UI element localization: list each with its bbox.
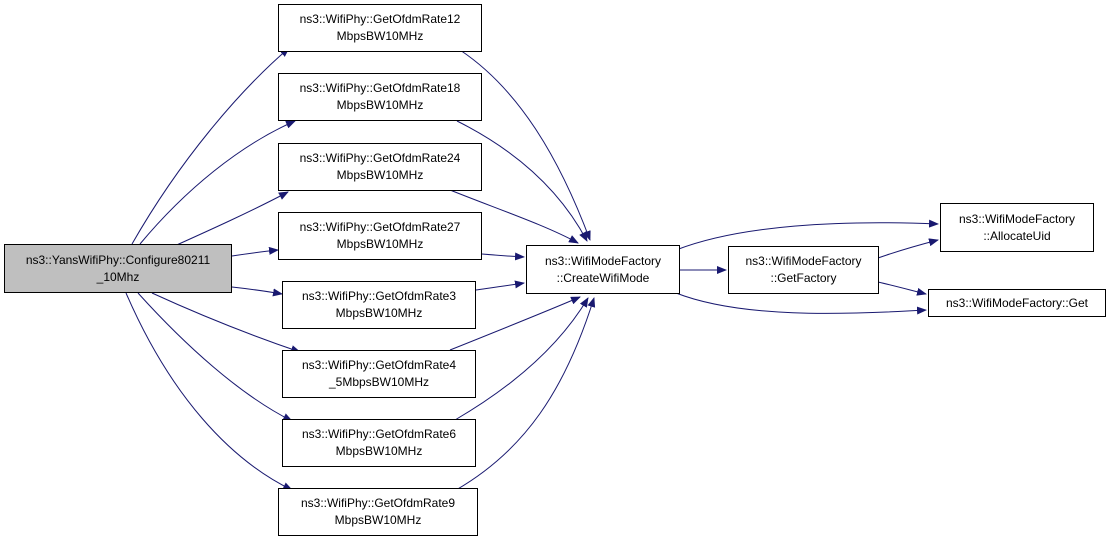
node-getofdmrate6[interactable]: ns3::WifiPhy::GetOfdmRate6 MbpsBW10MHz [282,419,476,467]
node-line2: ::CreateWifiMode [556,270,650,285]
edge-rate12-to-create [459,49,591,241]
node-line1: ns3::WifiModeFactory::Get [945,295,1089,310]
edge-root-to-rate12 [131,47,290,245]
node-line1: ns3::WifiPhy::GetOfdmRate4 [301,358,457,372]
node-line1: ns3::WifiPhy::GetOfdmRate18 [299,81,461,95]
edge-rate18-to-create [456,120,588,242]
node-line2: MbpsBW10MHz [334,513,422,527]
edge-rate3-to-create [475,280,525,291]
node-line2: ::GetFactory [770,271,837,285]
edge-rate9-to-create [455,297,596,491]
node-getofdmrate12[interactable]: ns3::WifiPhy::GetOfdmRate12 MbpsBW10MHz [278,4,482,52]
node-line1: ns3::WifiModeFactory [958,211,1076,226]
edge-root-to-rate24 [169,191,289,249]
node-line2: MbpsBW10MHz [335,306,423,320]
edge-root-to-rate4_5 [151,292,301,353]
node-line2: _5MbpsBW10MHz [328,375,430,389]
edge-root-to-rate18 [139,120,296,245]
edge-root-to-rate27 [231,246,279,257]
edge-factory-to-get [877,281,927,296]
node-line1: ns3::WifiPhy::GetOfdmRate12 [299,12,461,26]
node-line2: ::AllocateUid [983,228,1051,243]
node-line2: MbpsBW10MHz [336,29,424,43]
node-line2: MbpsBW10MHz [336,237,424,251]
node-line2: MbpsBW10MHz [336,168,424,182]
node-getfactory[interactable]: ns3::WifiModeFactory ::GetFactory [728,246,879,294]
node-allocateuid[interactable]: ns3::WifiModeFactory ::AllocateUid [940,203,1094,252]
edge-rate24-to-create [449,189,579,244]
node-get[interactable]: ns3::WifiModeFactory::Get [928,289,1106,317]
edge-rate4_5-to-create [449,296,581,351]
node-line1: ns3::YansWifiPhy::Configure80211 [25,252,211,267]
node-getofdmrate18[interactable]: ns3::WifiPhy::GetOfdmRate18 MbpsBW10MHz [278,73,482,121]
node-line1: ns3::WifiPhy::GetOfdmRate27 [299,220,461,234]
edge-rate6-to-create [454,297,589,421]
node-line1: ns3::WifiPhy::GetOfdmRate9 [300,496,456,510]
node-line1: ns3::WifiModeFactory [544,253,662,268]
node-line1: ns3::WifiPhy::GetOfdmRate6 [301,427,457,441]
node-configure80211-10mhz: ns3::YansWifiPhy::Configure80211 _10Mhz [4,244,232,293]
node-getofdmrate27[interactable]: ns3::WifiPhy::GetOfdmRate27 MbpsBW10MHz [278,212,482,260]
edge-factory-to-allocate [877,238,939,259]
edge-create-to-allocate [675,219,939,251]
node-line1: ns3::WifiModeFactory [745,254,862,268]
node-getofdmrate24[interactable]: ns3::WifiPhy::GetOfdmRate24 MbpsBW10MHz [278,143,482,191]
node-line1: ns3::WifiPhy::GetOfdmRate24 [299,151,461,165]
node-createwifimode[interactable]: ns3::WifiModeFactory ::CreateWifiMode [526,245,680,294]
node-line1: ns3::WifiPhy::GetOfdmRate3 [301,289,457,303]
node-getofdmrate3[interactable]: ns3::WifiPhy::GetOfdmRate3 MbpsBW10MHz [282,281,476,329]
node-getofdmrate4-5[interactable]: ns3::WifiPhy::GetOfdmRate4 _5MbpsBW10MHz [282,350,476,398]
edge-root-to-rate3 [231,286,283,297]
node-line2: MbpsBW10MHz [335,444,423,458]
edge-create-to-get [675,292,927,315]
node-line2: _10Mhz [96,269,140,284]
edge-root-to-rate6 [137,292,293,422]
edge-root-to-rate9 [125,292,293,491]
edge-rate27-to-create [481,252,525,261]
node-getofdmrate9[interactable]: ns3::WifiPhy::GetOfdmRate9 MbpsBW10MHz [278,488,478,536]
node-line2: MbpsBW10MHz [336,98,424,112]
